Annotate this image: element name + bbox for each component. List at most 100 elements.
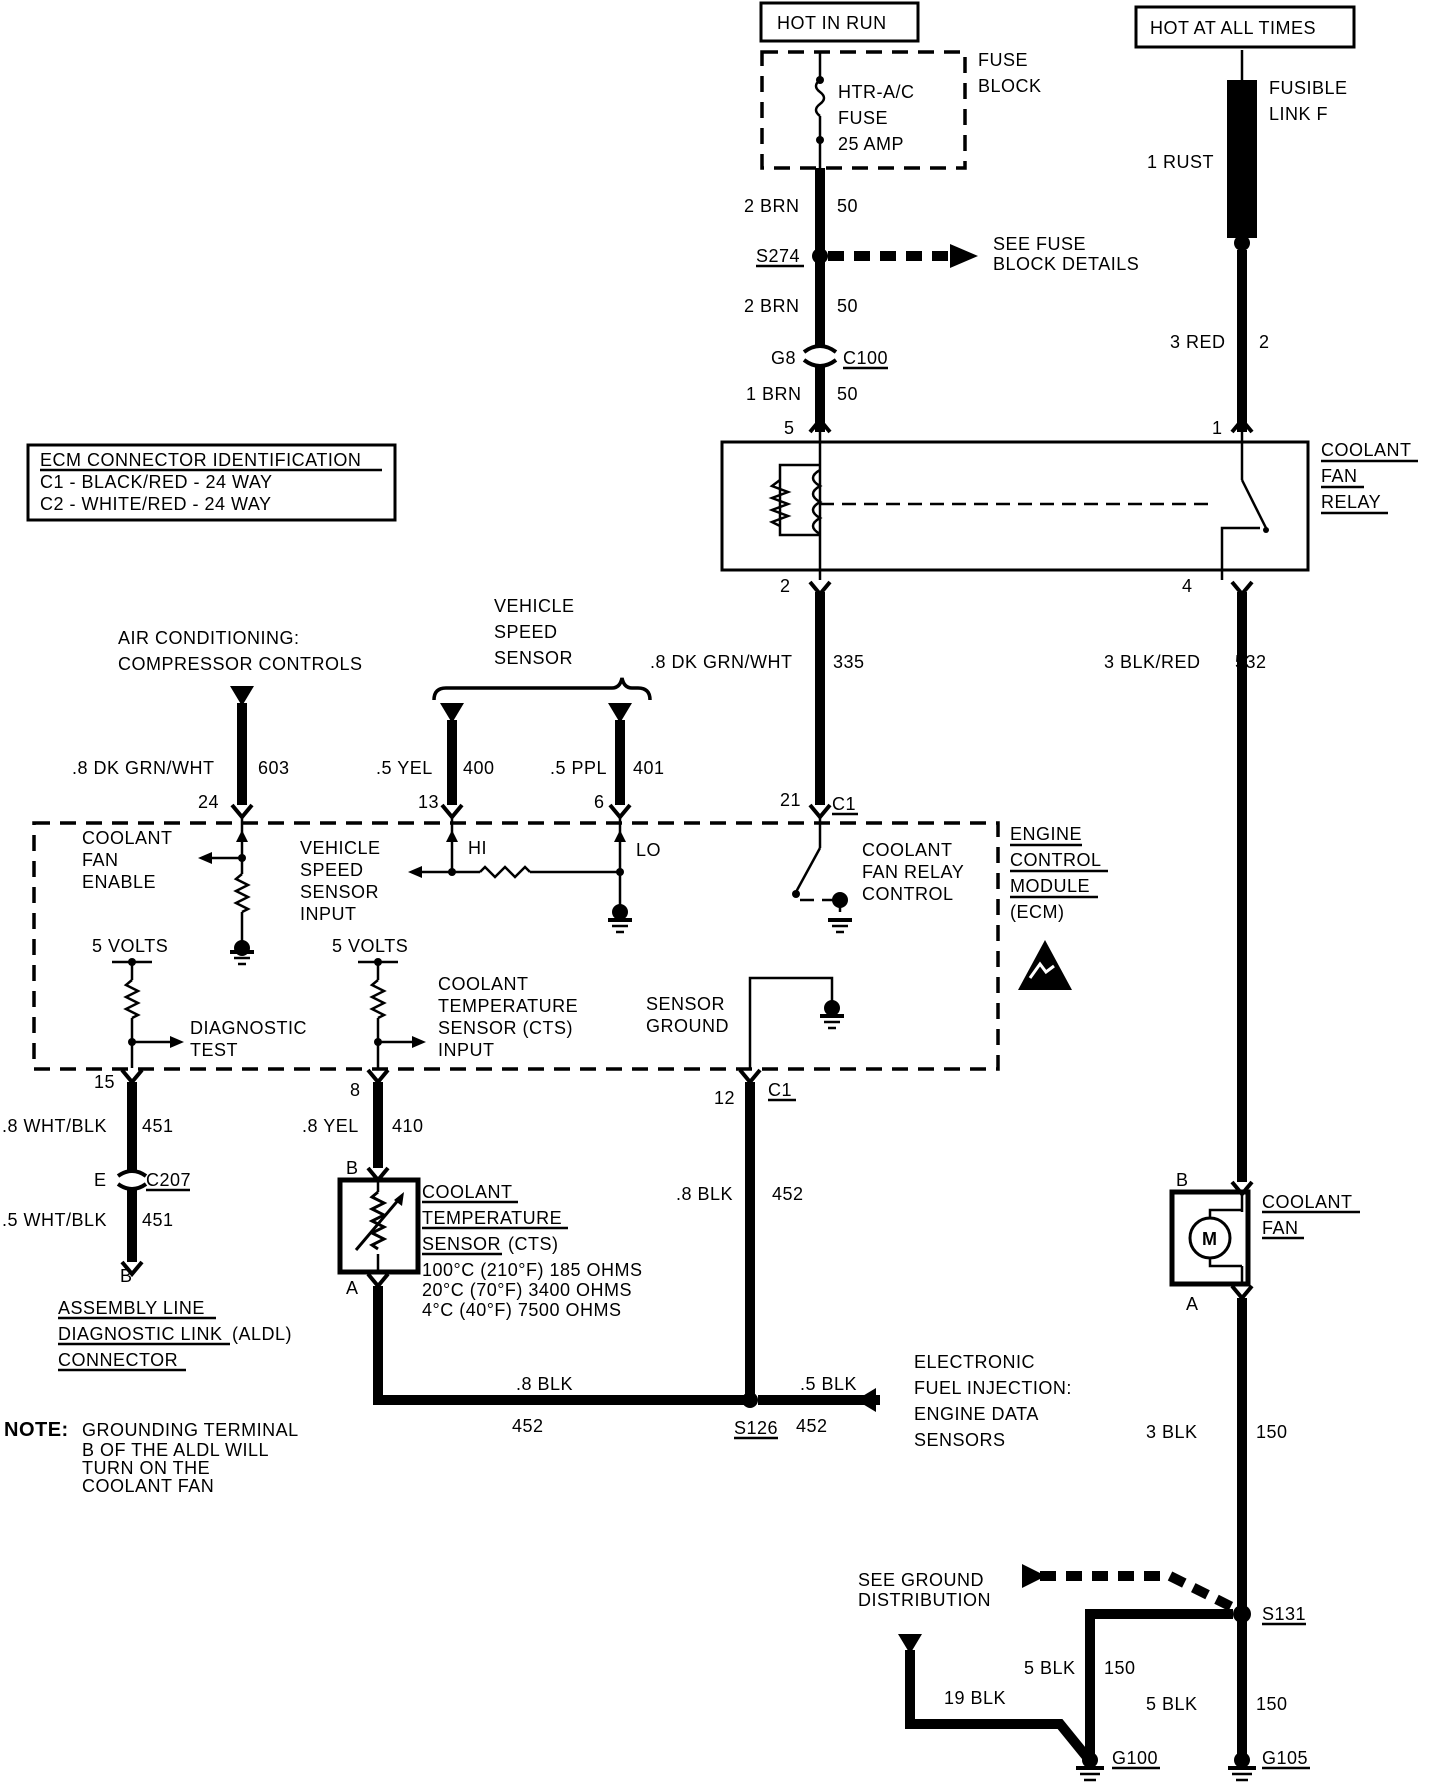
splice-s274: S274 [756, 246, 800, 266]
fan-pin-a: A [1186, 1294, 1199, 1314]
aldl-label-2: DIAGNOSTIC LINK [58, 1324, 223, 1344]
coolant-fan-motor: B M COOLANT FAN A [1169, 1170, 1360, 1314]
pin-e: E [94, 1170, 107, 1190]
note-head: NOTE: [4, 1419, 69, 1441]
circuit-451-b: 451 [142, 1210, 174, 1230]
see-fuse-label-2: BLOCK DETAILS [993, 254, 1139, 274]
relay-pin-5: 5 [784, 418, 795, 438]
note-line-3: TURN ON THE [82, 1458, 210, 1478]
wire-8dkgrnwht-603: .8 DK GRN/WHT [72, 758, 215, 778]
efi-label-2: FUEL INJECTION: [914, 1378, 1072, 1398]
ecm-label-1: ENGINE [1010, 824, 1082, 844]
cts-resistance-2: 20°C (70°F) 3400 OHMS [422, 1280, 632, 1300]
connector-c100: C100 [843, 348, 888, 368]
feed-wire-left: 2 BRN 50 S274 SEE FUSE BLOCK DETAILS 2 B… [744, 168, 1139, 438]
cts-label-4: (CTS) [508, 1234, 559, 1254]
ecm-label-3: MODULE [1010, 876, 1090, 896]
cts-label-2: TEMPERATURE [422, 1208, 562, 1228]
wire-452: .8 BLK 452 .8 BLK 452 S126 452 .5 BLK [373, 1082, 880, 1440]
circuit-50-a: 50 [837, 196, 858, 216]
ecm-connector-identification: ECM CONNECTOR IDENTIFICATION C1 - BLACK/… [26, 443, 397, 522]
ac-label-1: AIR CONDITIONING: [118, 628, 300, 648]
motor-m: M [1202, 1229, 1218, 1249]
coolant-temperature-sensor: COOLANT TEMPERATURE SENSOR (CTS) 100°C (… [337, 1177, 642, 1320]
see-fuse-label-1: SEE FUSE [993, 234, 1086, 254]
fuse-block: HTR-A/C FUSE 25 AMP FUSE BLOCK [760, 50, 1041, 170]
fuse-label-3: 25 AMP [838, 134, 904, 154]
sg-label-1: SENSOR [646, 994, 725, 1014]
connector-c207: C207 [146, 1170, 191, 1190]
wire-8dkgrnwht-335: .8 DK GRN/WHT [650, 652, 793, 672]
wire-5ppl: .5 PPL [550, 758, 607, 778]
circuit-532: 532 [1235, 652, 1267, 672]
efi-label-4: SENSORS [914, 1430, 1006, 1450]
relay-label-3: RELAY [1321, 492, 1381, 512]
vssi-label-2: SPEED [300, 860, 364, 880]
relay-pin-2: 2 [780, 576, 791, 596]
hot-in-run-label: HOT IN RUN [777, 13, 887, 33]
cfe-label-1: COOLANT [82, 828, 173, 848]
circuit-452-a: 452 [772, 1184, 804, 1204]
circuit-150-c: 150 [1256, 1694, 1288, 1714]
feed-wire-right: 3 RED 2 1 [1170, 250, 1269, 438]
aldl-label-3: (ALDL) [232, 1324, 292, 1344]
vssi-label-1: VEHICLE [300, 838, 381, 858]
cfe-label-3: ENABLE [82, 872, 156, 892]
ecm-module: ENGINE CONTROL MODULE (ECM) [32, 821, 1108, 1071]
ecm-label-2: CONTROL [1010, 850, 1102, 870]
cts-label-3: SENSOR [422, 1234, 501, 1254]
wire-2brn-a: 2 BRN [744, 196, 800, 216]
wire-2brn-b: 2 BRN [744, 296, 800, 316]
note: NOTE: GROUNDING TERMINAL B OF THE ALDL W… [4, 1419, 298, 1496]
ecm-pin-8: 8 [350, 1080, 361, 1100]
cts-input-circuit: 5 VOLTS COOLANT TEMPERATURE SENSOR (CTS)… [332, 936, 578, 1068]
fan-label-2: FAN [1262, 1218, 1299, 1238]
circuit-603: 603 [258, 758, 290, 778]
fusible-link: FUSIBLE LINK F 1 RUST [1147, 50, 1348, 251]
cts-label-1: COOLANT [422, 1182, 513, 1202]
wire-5blk-b: 5 BLK [1146, 1694, 1198, 1714]
wire-8whtblk: .8 WHT/BLK [2, 1116, 107, 1136]
rust-label: 1 RUST [1147, 152, 1214, 172]
ecm-pin-24: 24 [198, 792, 219, 812]
volts-label-a: 5 VOLTS [92, 936, 168, 956]
fusible-label-1: FUSIBLE [1269, 78, 1348, 98]
aldl-connector: ASSEMBLY LINE DIAGNOSTIC LINK (ALDL) CON… [58, 1298, 292, 1372]
wire-5yel: .5 YEL [376, 758, 433, 778]
cfrc-label-3: CONTROL [862, 884, 954, 904]
relay-pin-1: 1 [1212, 418, 1223, 438]
diag-label-2: TEST [190, 1040, 238, 1060]
cts-pin-b: B [346, 1158, 359, 1178]
ecm-pin-15: 15 [94, 1072, 115, 1092]
ac-compressor-controls: AIR CONDITIONING: COMPRESSOR CONTROLS .8… [72, 628, 362, 821]
wire-8blk-452: .8 BLK [676, 1184, 733, 1204]
splice-s131: S131 [1262, 1604, 1306, 1624]
vss-label-1: VEHICLE [494, 596, 575, 616]
circuit-452-c: 452 [796, 1416, 828, 1436]
cts-resistance-3: 4°C (40°F) 7500 OHMS [422, 1300, 621, 1320]
fusible-label-2: LINK F [1269, 104, 1328, 124]
fuse-label-1: HTR-A/C [838, 82, 915, 102]
wire-5blk-a: 5 BLK [1024, 1658, 1076, 1678]
circuit-50-b: 50 [837, 296, 858, 316]
vss-label-2: SPEED [494, 622, 558, 642]
aldl-label-4: CONNECTOR [58, 1350, 178, 1370]
circuit-400: 400 [463, 758, 495, 778]
wire-3red: 3 RED [1170, 332, 1226, 352]
fuse-block-label-1: FUSE [978, 50, 1028, 70]
ecm-bottom-connectors: 15 8 12 C1 [94, 1068, 796, 1108]
fuse-label-2: FUSE [838, 108, 888, 128]
sgd-label-2: DISTRIBUTION [858, 1590, 991, 1610]
fan-label-1: COOLANT [1262, 1192, 1353, 1212]
circuit-401: 401 [633, 758, 665, 778]
ctsi-label-3: SENSOR (CTS) [438, 1018, 573, 1038]
ecm-id-c2: C2 - WHITE/RED - 24 WAY [40, 494, 272, 514]
ground-g100-label: G100 [1112, 1748, 1158, 1768]
wire-5blk-efi: .5 BLK [800, 1374, 857, 1394]
hi-label: HI [468, 838, 487, 858]
ground-g105: G105 [1228, 1748, 1310, 1782]
wire-3blk: 3 BLK [1146, 1422, 1198, 1442]
vssi-label-4: INPUT [300, 904, 357, 924]
lo-label: LO [636, 840, 661, 860]
